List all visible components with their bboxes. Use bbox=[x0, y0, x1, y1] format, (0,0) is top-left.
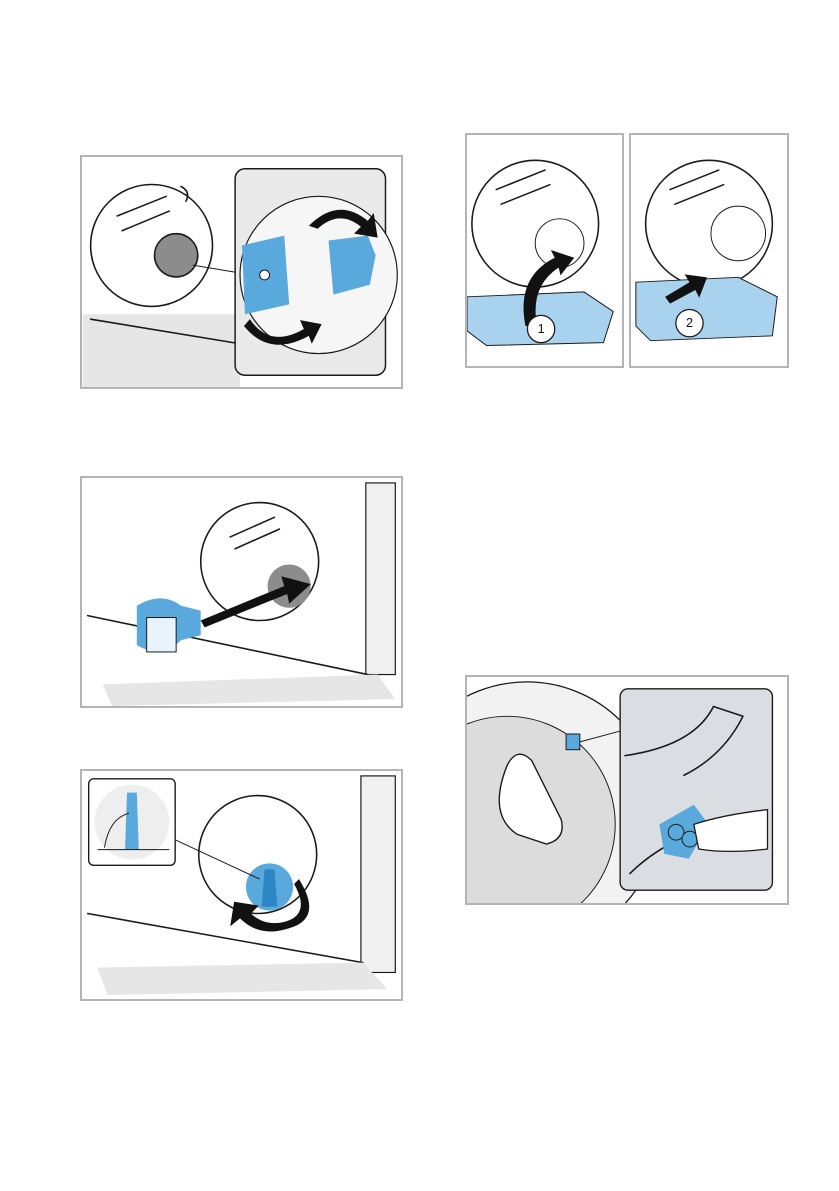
figure-close-service-flap-2: 2 bbox=[629, 133, 789, 368]
drum-inspection-icon bbox=[467, 677, 787, 903]
figure-tighten-pump-filter bbox=[80, 769, 403, 1001]
figure-close-service-flap: 1 bbox=[465, 133, 624, 368]
callout-1: 1 bbox=[538, 322, 545, 336]
figure-drum-rear-panel bbox=[465, 675, 789, 905]
callout-2: 2 bbox=[686, 316, 693, 330]
pump-filter-tighten-icon bbox=[82, 771, 401, 999]
figure-insert-pump-filter bbox=[80, 476, 403, 708]
service-flap-step-2: 2 bbox=[631, 135, 787, 366]
service-flap-step-1: 1 bbox=[467, 135, 622, 366]
pump-filter-insert-icon bbox=[82, 478, 401, 706]
figure-remove-pump-filter bbox=[80, 155, 403, 389]
pump-filter-rotate-icon bbox=[82, 157, 401, 387]
